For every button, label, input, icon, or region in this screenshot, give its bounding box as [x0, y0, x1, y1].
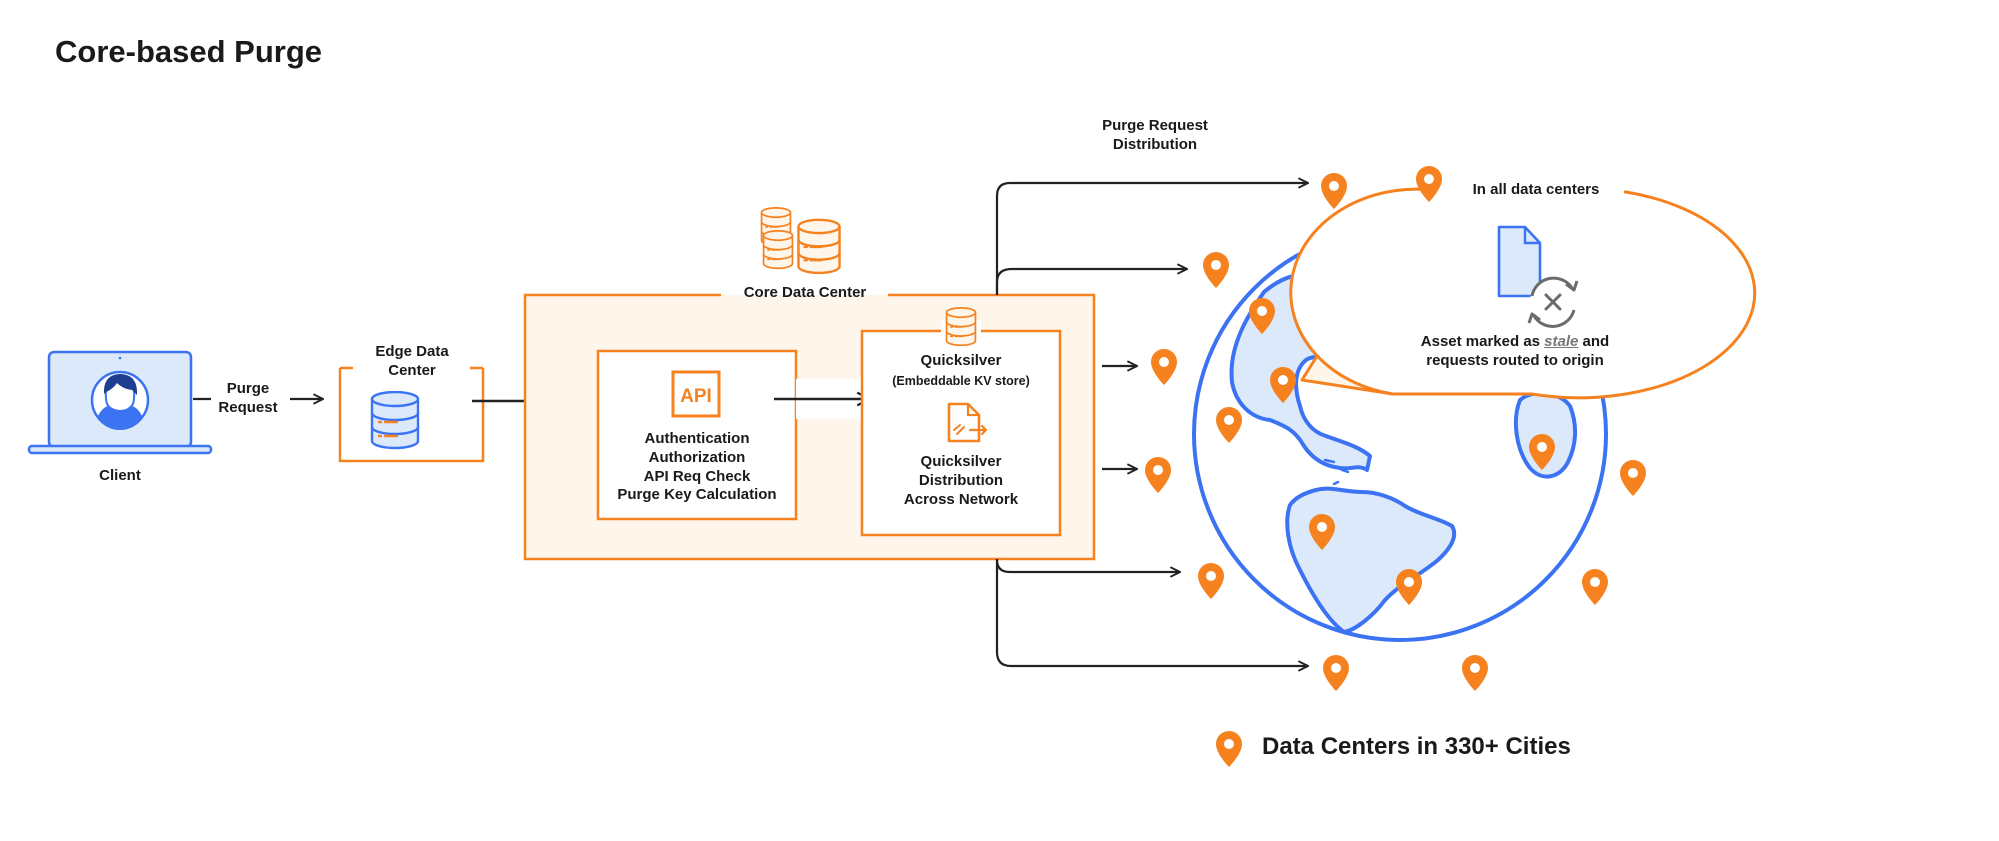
dist-arrow-6	[995, 559, 1308, 666]
quicksilver-description: Quicksilver Distribution Across Network	[862, 453, 1060, 509]
edge-datacenter-label: Edge Data Center	[340, 343, 484, 381]
location-pin-icon	[1145, 457, 1171, 493]
location-pin-icon	[1582, 569, 1608, 605]
page-title: Core-based Purge	[55, 34, 323, 69]
location-pin-icon	[1620, 460, 1646, 496]
callout-suffix: and	[1578, 333, 1610, 350]
callout-stale-word: stale	[1544, 333, 1579, 350]
location-pin-icon	[1151, 349, 1177, 385]
database-stack-icon	[760, 207, 841, 275]
distribution-line2: Distribution	[1112, 135, 1198, 153]
api-step-authorization: Authorization	[648, 448, 746, 466]
quicksilver-name: Quicksilver	[920, 352, 1002, 369]
api-step-req-check: API Req Check	[643, 467, 751, 485]
location-pin-icon	[1323, 655, 1349, 691]
api-step-purge-key: Purge Key Calculation	[617, 486, 777, 504]
callout-prefix: Asset marked as	[1420, 333, 1545, 350]
distribution-label: Purge Request Distribution	[1080, 117, 1230, 155]
dist-arrow-1	[995, 183, 1308, 295]
purge-request-line2: Request	[218, 398, 278, 416]
api-icon: API	[671, 370, 721, 418]
database-icon-quicksilver	[945, 307, 977, 347]
api-badge-text: API	[680, 386, 712, 407]
core-datacenter-label: Core Data Center	[743, 284, 867, 301]
callout-body: Asset marked as stale and requests route…	[1380, 333, 1650, 371]
quicksilver-desc-line2: Distribution	[918, 471, 1004, 489]
edge-datacenter-box	[338, 368, 485, 463]
stale-file-icon	[1497, 225, 1542, 298]
quicksilver-desc-line1: Quicksilver	[920, 453, 1002, 470]
legend-pin-icon	[1216, 731, 1242, 767]
client-label: Client	[99, 467, 141, 484]
file-transfer-icon	[947, 402, 988, 443]
callout-header: In all data centers	[1472, 181, 1600, 198]
purge-request-label: Purge Request	[208, 380, 288, 418]
distribution-line1: Purge Request	[1102, 117, 1208, 134]
quicksilver-desc-line3: Across Network	[903, 490, 1019, 508]
database-icon	[370, 391, 420, 450]
edge-line2: Center	[388, 361, 436, 379]
legend-label: Data Centers in 330+ Cities	[1262, 733, 1571, 760]
location-pin-icon	[1321, 173, 1347, 209]
stale-cycle-icon	[1527, 276, 1579, 328]
callout-body-line1: Asset marked as stale and	[1380, 333, 1650, 352]
api-step-authentication: Authentication	[644, 430, 750, 447]
edge-line1: Edge Data	[375, 343, 449, 360]
location-pin-icon	[1203, 252, 1229, 288]
purge-request-line1: Purge	[226, 380, 270, 397]
islands	[1323, 458, 1350, 486]
callout-body-line2: requests routed to origin	[1426, 351, 1604, 369]
location-pin-icon	[1198, 563, 1224, 599]
distribution-arrows	[995, 183, 1308, 666]
dist-arrow-2	[995, 269, 1187, 295]
person-avatar-icon	[90, 370, 150, 431]
api-steps: Authentication Authorization API Req Che…	[598, 430, 796, 505]
core-datacenter-box	[523, 293, 1096, 561]
quicksilver-subtitle: (Embeddable KV store)	[892, 374, 1030, 388]
callout-header-gap	[1424, 182, 1624, 202]
dist-arrow-5	[995, 559, 1180, 572]
location-pin-icon	[1462, 655, 1488, 691]
